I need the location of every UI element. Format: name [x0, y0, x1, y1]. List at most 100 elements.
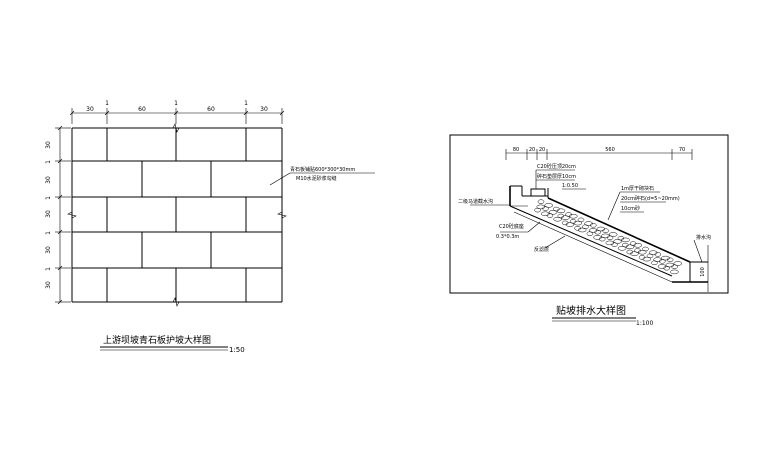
rubble-stone — [542, 206, 549, 211]
rubble-stone — [663, 265, 670, 271]
top-mark-2: 1 — [174, 100, 178, 107]
side-dimension-ticks — [55, 125, 71, 305]
top-dimension-ticks — [69, 108, 285, 124]
right-dim-3: 20 — [539, 147, 545, 153]
rubble-stone — [594, 229, 601, 235]
left-slab-detail: 30 60 60 30 1 1 1 30 30 30 30 30 1 1 1 — [45, 100, 375, 354]
side-mark-2: 1 — [45, 196, 52, 200]
side-dim-1: 30 — [45, 141, 52, 149]
detail-frame — [449, 134, 729, 294]
gravel-20cm-label: 20cm碎石(d=5~20mm) — [621, 195, 680, 202]
right-drawing-scale: 1:100 — [636, 320, 653, 327]
gravel-bed-label: 碎石垫层厚10cm — [537, 173, 576, 180]
rubble-stone — [577, 227, 587, 233]
slab-callout-leader — [269, 172, 375, 186]
rubble-stone — [617, 246, 627, 251]
rubble-stone — [537, 199, 545, 204]
side-mark-3: 1 — [45, 231, 52, 235]
side-dim-2: 30 — [45, 176, 52, 184]
base-size-label: 0.3*0.3m — [496, 234, 519, 240]
crest-structure — [509, 185, 549, 207]
c20-base-label: C20砼底座 — [499, 223, 524, 230]
rubble-stone — [653, 257, 662, 262]
rubble-stone — [606, 235, 614, 240]
right-leader-lines — [470, 169, 703, 263]
rubble-stone — [573, 220, 583, 226]
rubble-stone — [611, 242, 618, 247]
left-drawing-title: 上游坝坡青石板护坡大样图 — [103, 334, 211, 346]
right-top-dimension-ticks — [505, 149, 693, 160]
berm-drain-label: 二级马道截水沟 — [458, 198, 493, 205]
rubble-stone — [659, 259, 666, 264]
rubble-stone — [648, 250, 658, 255]
rubble-stone — [657, 264, 667, 269]
rubble-stone — [651, 260, 658, 266]
slope-lines — [509, 197, 709, 292]
right-dim-4: 560 — [605, 147, 615, 153]
rubble-stone — [670, 269, 679, 275]
rubble-stone — [613, 239, 622, 244]
rubble-stone — [593, 235, 602, 240]
side-mark-1: 1 — [45, 160, 52, 164]
left-drawing-scale: 1:50 — [229, 346, 245, 354]
rubble-stone — [598, 236, 606, 242]
right-drainage-detail: 80 20 20 560 70 — [449, 134, 729, 327]
rubble-stone — [546, 213, 554, 218]
slope-ratio-label: 1:0.50 — [562, 183, 578, 189]
rubble-stone — [633, 243, 643, 248]
rubble-stone — [673, 261, 683, 266]
top-dim-2: 60 — [138, 106, 146, 113]
rubble-stone — [654, 252, 662, 257]
rubble-stone — [666, 257, 674, 263]
right-drawing-title: 贴坡排水大样图 — [556, 304, 626, 317]
side-dim-4: 30 — [45, 246, 52, 254]
rubble-stone — [561, 215, 570, 220]
rubble-stone — [630, 251, 639, 256]
top-dim-3: 60 — [207, 106, 215, 113]
rubble-stone — [602, 228, 609, 233]
rubble-stone — [642, 256, 652, 262]
rubble-stone — [544, 203, 553, 208]
slab-spec-label: 青石板铺贴600*300*30mm — [290, 166, 355, 173]
break-symbols — [67, 123, 287, 307]
top-dim-4: 30 — [260, 106, 268, 113]
rubble-stone — [556, 208, 566, 214]
rubble-stone — [584, 221, 593, 226]
side-dim-5: 30 — [45, 281, 52, 289]
rubble-stone — [590, 223, 597, 228]
rubble-stone — [588, 228, 598, 233]
c20-coping-label: C20砼压顶20cm — [537, 163, 576, 170]
top-mark-1: 1 — [105, 100, 109, 107]
top-dim-1: 30 — [86, 106, 94, 113]
rubble-stone — [638, 249, 647, 255]
rubble-stone — [541, 211, 550, 217]
right-dim-2: 20 — [529, 147, 535, 153]
rubble-stone — [608, 232, 618, 237]
ditch-depth-label: 100 — [700, 267, 706, 277]
rubble-stone — [565, 222, 575, 227]
right-dim-5: 70 — [679, 147, 685, 153]
rubble-stone — [671, 264, 678, 269]
top-mark-3: 1 — [244, 100, 248, 107]
dry-rubble-label: 1m厚干砌块石 — [621, 185, 654, 192]
rubble-stone — [586, 231, 594, 236]
rubble-stone — [553, 216, 562, 222]
rubble-stone — [605, 240, 615, 246]
filter-layer-label: 反滤层 — [534, 246, 549, 253]
drain-ditch-label: 排水沟 — [696, 234, 711, 241]
rubble-stone — [534, 207, 541, 213]
side-mark-4: 1 — [45, 267, 52, 271]
rubble-stone — [661, 255, 670, 261]
mortar-spec-label: M10水泥砂浆勾缝 — [296, 175, 337, 182]
rubble-stone — [625, 244, 635, 250]
stone-slab-pattern — [71, 127, 283, 303]
rubble-stone — [621, 237, 630, 243]
rubble-stone — [665, 262, 675, 268]
side-dim-3: 30 — [45, 210, 52, 218]
rubble-stone — [536, 204, 546, 210]
rubble-stone — [569, 213, 578, 219]
rubble-stone — [548, 210, 558, 215]
right-dim-1: 80 — [513, 147, 519, 153]
rubble-stone — [596, 226, 606, 232]
